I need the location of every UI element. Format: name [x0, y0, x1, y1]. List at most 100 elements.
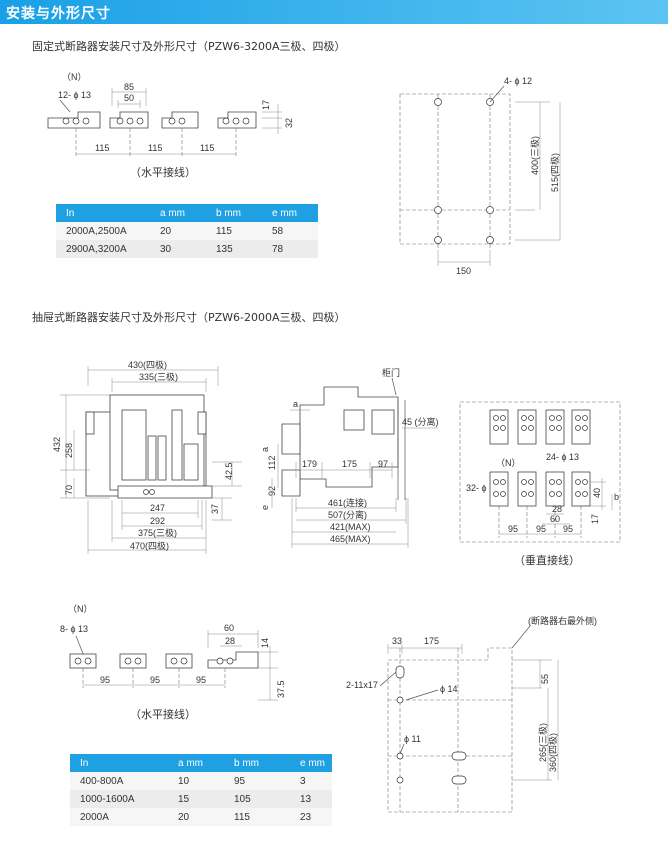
h2-dim-14: 14 [260, 638, 270, 648]
rear-dim-40: 40 [592, 488, 602, 498]
side-dim-175: 175 [342, 459, 357, 469]
fixed-mounting-drawing: 4- ϕ 12 400(三极) 515(四极) 150 [399, 76, 561, 276]
h2-caption: （水平接线） [130, 707, 196, 721]
h2-dim-95-b: 95 [150, 675, 160, 685]
fixed-horizontal-terminal-drawing: （N） 12- ϕ 13 85 50 17 32 115 115 115 （水平… [47, 72, 294, 179]
front-dim-292: 292 [150, 516, 165, 526]
fixed-section-title: 固定式断路器安装尺寸及外形尺寸（PZW6-3200A三极、四极） [32, 40, 346, 53]
table-cell: 2900A,3200A [56, 240, 150, 258]
h2-dim-95-c: 95 [196, 675, 206, 685]
table-cell: 400-800A [70, 772, 168, 790]
col-e: e mm [290, 754, 332, 772]
table-cell: 58 [262, 222, 318, 240]
table-cell: 115 [224, 808, 290, 826]
front-dim-335: 335(三极) [139, 371, 178, 382]
h2-dim-37-5: 37.5 [276, 680, 286, 698]
drawout-section-title: 抽屉式断路器安装尺寸及外形尺寸（PZW6-2000A三极、四极） [32, 311, 346, 324]
front-dim-470: 470(四极) [130, 540, 169, 551]
table-cell: 115 [206, 222, 262, 240]
dim-17: 17 [261, 100, 271, 110]
h2-dim-28: 28 [225, 636, 235, 646]
table-cell: 23 [290, 808, 332, 826]
dim-115-c: 115 [200, 143, 214, 153]
rear-lower-terminals [489, 471, 591, 507]
dim-115-a: 115 [95, 143, 109, 153]
side-door-label: 柜门 [382, 367, 400, 378]
front-dim-247: 247 [150, 503, 165, 513]
rear-dim-17: 17 [590, 514, 600, 524]
table-row: 1000-1600A 15 105 13 [70, 790, 332, 808]
mount-dim-515: 515(四极) [549, 153, 560, 192]
side-a-mid: a [260, 447, 270, 452]
side-a-top: a [293, 399, 298, 409]
side-dim-465: 465(MAX) [330, 534, 371, 544]
col-in: In [70, 754, 168, 772]
side-dim-112: 112 [267, 456, 277, 470]
front-dim-70: 70 [64, 485, 74, 495]
section-banner: 安装与外形尺寸 [0, 0, 668, 24]
spec-table-drawout: In a mm b mm e mm 400-800A 10 95 3 1000-… [70, 754, 332, 826]
drawout-side-drawing: 柜门 a 45 (分离) a 112 e 92 179 175 97 461(连… [260, 367, 439, 548]
front-dim-375: 375(三极) [138, 527, 177, 538]
table-cell: 95 [224, 772, 290, 790]
table-cell: 1000-1600A [70, 790, 168, 808]
m2-outer-label: (断路器右最外侧) [528, 615, 597, 626]
rear-n-label: （N） [496, 458, 521, 468]
rear-dim-95-a: 95 [508, 524, 518, 534]
front-dim-37: 37 [210, 504, 220, 514]
table-cell: 135 [206, 240, 262, 258]
side-dim-179: 179 [302, 459, 317, 469]
col-b: b mm [224, 754, 290, 772]
m2-dim-33: 33 [392, 636, 402, 646]
col-a: a mm [150, 204, 206, 222]
drawout-rear-drawing: （N） 24- ϕ 13 32- ϕ 13 40 b 28 60 17 95 9… [459, 401, 621, 567]
mount-dim-400: 400(三极) [529, 136, 540, 175]
h2-n-label: （N） [68, 604, 93, 614]
spec-table-fixed: In a mm b mm e mm 2000A,2500A 20 115 58 … [56, 204, 318, 258]
table-cell: 105 [224, 790, 290, 808]
side-dim-421: 421(MAX) [330, 522, 371, 532]
h2-dim-95-a: 95 [100, 675, 110, 685]
table-row: 400-800A 10 95 3 [70, 772, 332, 790]
h2-holes-label: 8- ϕ 13 [60, 624, 88, 634]
side-dim-45: 45 (分离) [402, 416, 439, 427]
table-cell: 15 [168, 790, 224, 808]
m2-dim-360: 360(四极) [547, 733, 558, 772]
dim-32: 32 [284, 118, 294, 128]
rear-b: b [614, 492, 619, 502]
table-cell: 2000A,2500A [56, 222, 150, 240]
side-dim-97: 97 [378, 459, 388, 469]
rear-dim-95-c: 95 [563, 524, 573, 534]
table-row: 2000A,2500A 20 115 58 [56, 222, 318, 240]
fixed-caption: （水平接线） [130, 165, 196, 179]
h2-dim-60: 60 [224, 623, 234, 633]
col-a: a mm [168, 754, 224, 772]
table-header-row: In a mm b mm e mm [56, 204, 318, 222]
rear-caption: （垂直接线） [514, 553, 580, 567]
table-cell: 10 [168, 772, 224, 790]
table-cell: 3 [290, 772, 332, 790]
m2-slot-label: 2-11x17 [346, 680, 378, 690]
table-cell: 20 [150, 222, 206, 240]
fixed-holes-label: 12- ϕ 13 [58, 90, 91, 100]
table-cell: 78 [262, 240, 318, 258]
drawout-horizontal-terminal-drawing: （N） 8- ϕ 13 60 28 14 37.5 95 95 95 （水平接线… [60, 604, 286, 721]
front-dim-432: 432 [52, 437, 62, 452]
front-dim-430: 430(四极) [128, 359, 167, 370]
table-cell: 30 [150, 240, 206, 258]
side-e: e [260, 505, 270, 510]
col-b: b mm [206, 204, 262, 222]
m2-dim-55: 55 [540, 674, 550, 684]
drawout-front-drawing: 430(四极) 335(三极) 432 258 70 42.5 37 247 2… [52, 359, 242, 554]
table-cell: 2000A [70, 808, 168, 826]
drawout-mounting-drawing: (断路器右最外侧) 33 175 2-11x17 ϕ 14 ϕ 11 55 26… [346, 615, 597, 813]
rear-holes-32: 32- ϕ 13 [466, 483, 499, 493]
table-cell: 13 [290, 790, 332, 808]
m2-dim-phi14: ϕ 14 [440, 684, 458, 694]
dim-85: 85 [124, 82, 134, 92]
mount-holes-label: 4- ϕ 12 [504, 76, 532, 86]
rear-dim-28: 28 [552, 504, 562, 514]
dim-50: 50 [124, 93, 134, 103]
mount-dim-150: 150 [456, 266, 471, 276]
